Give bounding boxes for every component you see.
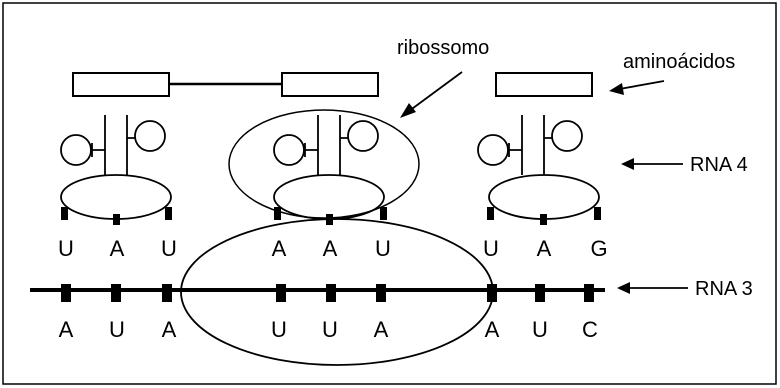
arrow-ribosome: [400, 71, 463, 118]
arrow-rna3: [617, 282, 688, 294]
codon-stubs: [61, 284, 594, 302]
ribosome-small-subunit: [228, 109, 420, 219]
amino-acid-box-3: [495, 72, 593, 97]
anticodon-1-base-1: U: [58, 236, 74, 261]
anticodon-2-base-2: A: [323, 236, 338, 261]
amino-acid-box-1: [72, 72, 170, 97]
codon-3-base-3: C: [582, 317, 598, 342]
codon-2-base-1: U: [271, 317, 287, 342]
label-rna4: RNA 4: [690, 154, 748, 176]
anticodon-1-base-3: U: [161, 236, 177, 261]
anticodon-2-base-1: A: [272, 236, 287, 261]
anticodon-3-base-2: A: [537, 236, 552, 261]
codon-2-base-2: U: [322, 317, 338, 342]
anticodon-stubs: [61, 207, 601, 225]
label-rna3: RNA 3: [695, 278, 753, 300]
codon-1-base-2: U: [109, 317, 125, 342]
codon-1-base-1: A: [59, 317, 74, 342]
arrow-amino-acids: [609, 80, 665, 95]
codon-3-base-2: U: [532, 317, 548, 342]
anticodon-1-base-2: A: [110, 236, 125, 261]
arrow-rna4: [621, 158, 683, 170]
trna-1: [60, 115, 172, 220]
codon-2-base-3: A: [374, 317, 389, 342]
codon-1-base-3: A: [162, 317, 177, 342]
label-ribosome: ribossomo: [397, 37, 489, 59]
anticodon-2-base-3: U: [375, 236, 391, 261]
amino-acid-box-2: [281, 72, 379, 97]
trna-2: [273, 115, 385, 220]
label-amino-acids: aminoácidos: [623, 51, 735, 73]
anticodon-3-base-3: G: [590, 236, 607, 261]
codon-3-base-1: A: [485, 317, 500, 342]
trna-3: [477, 115, 600, 220]
anticodon-3-base-1: U: [483, 236, 499, 261]
